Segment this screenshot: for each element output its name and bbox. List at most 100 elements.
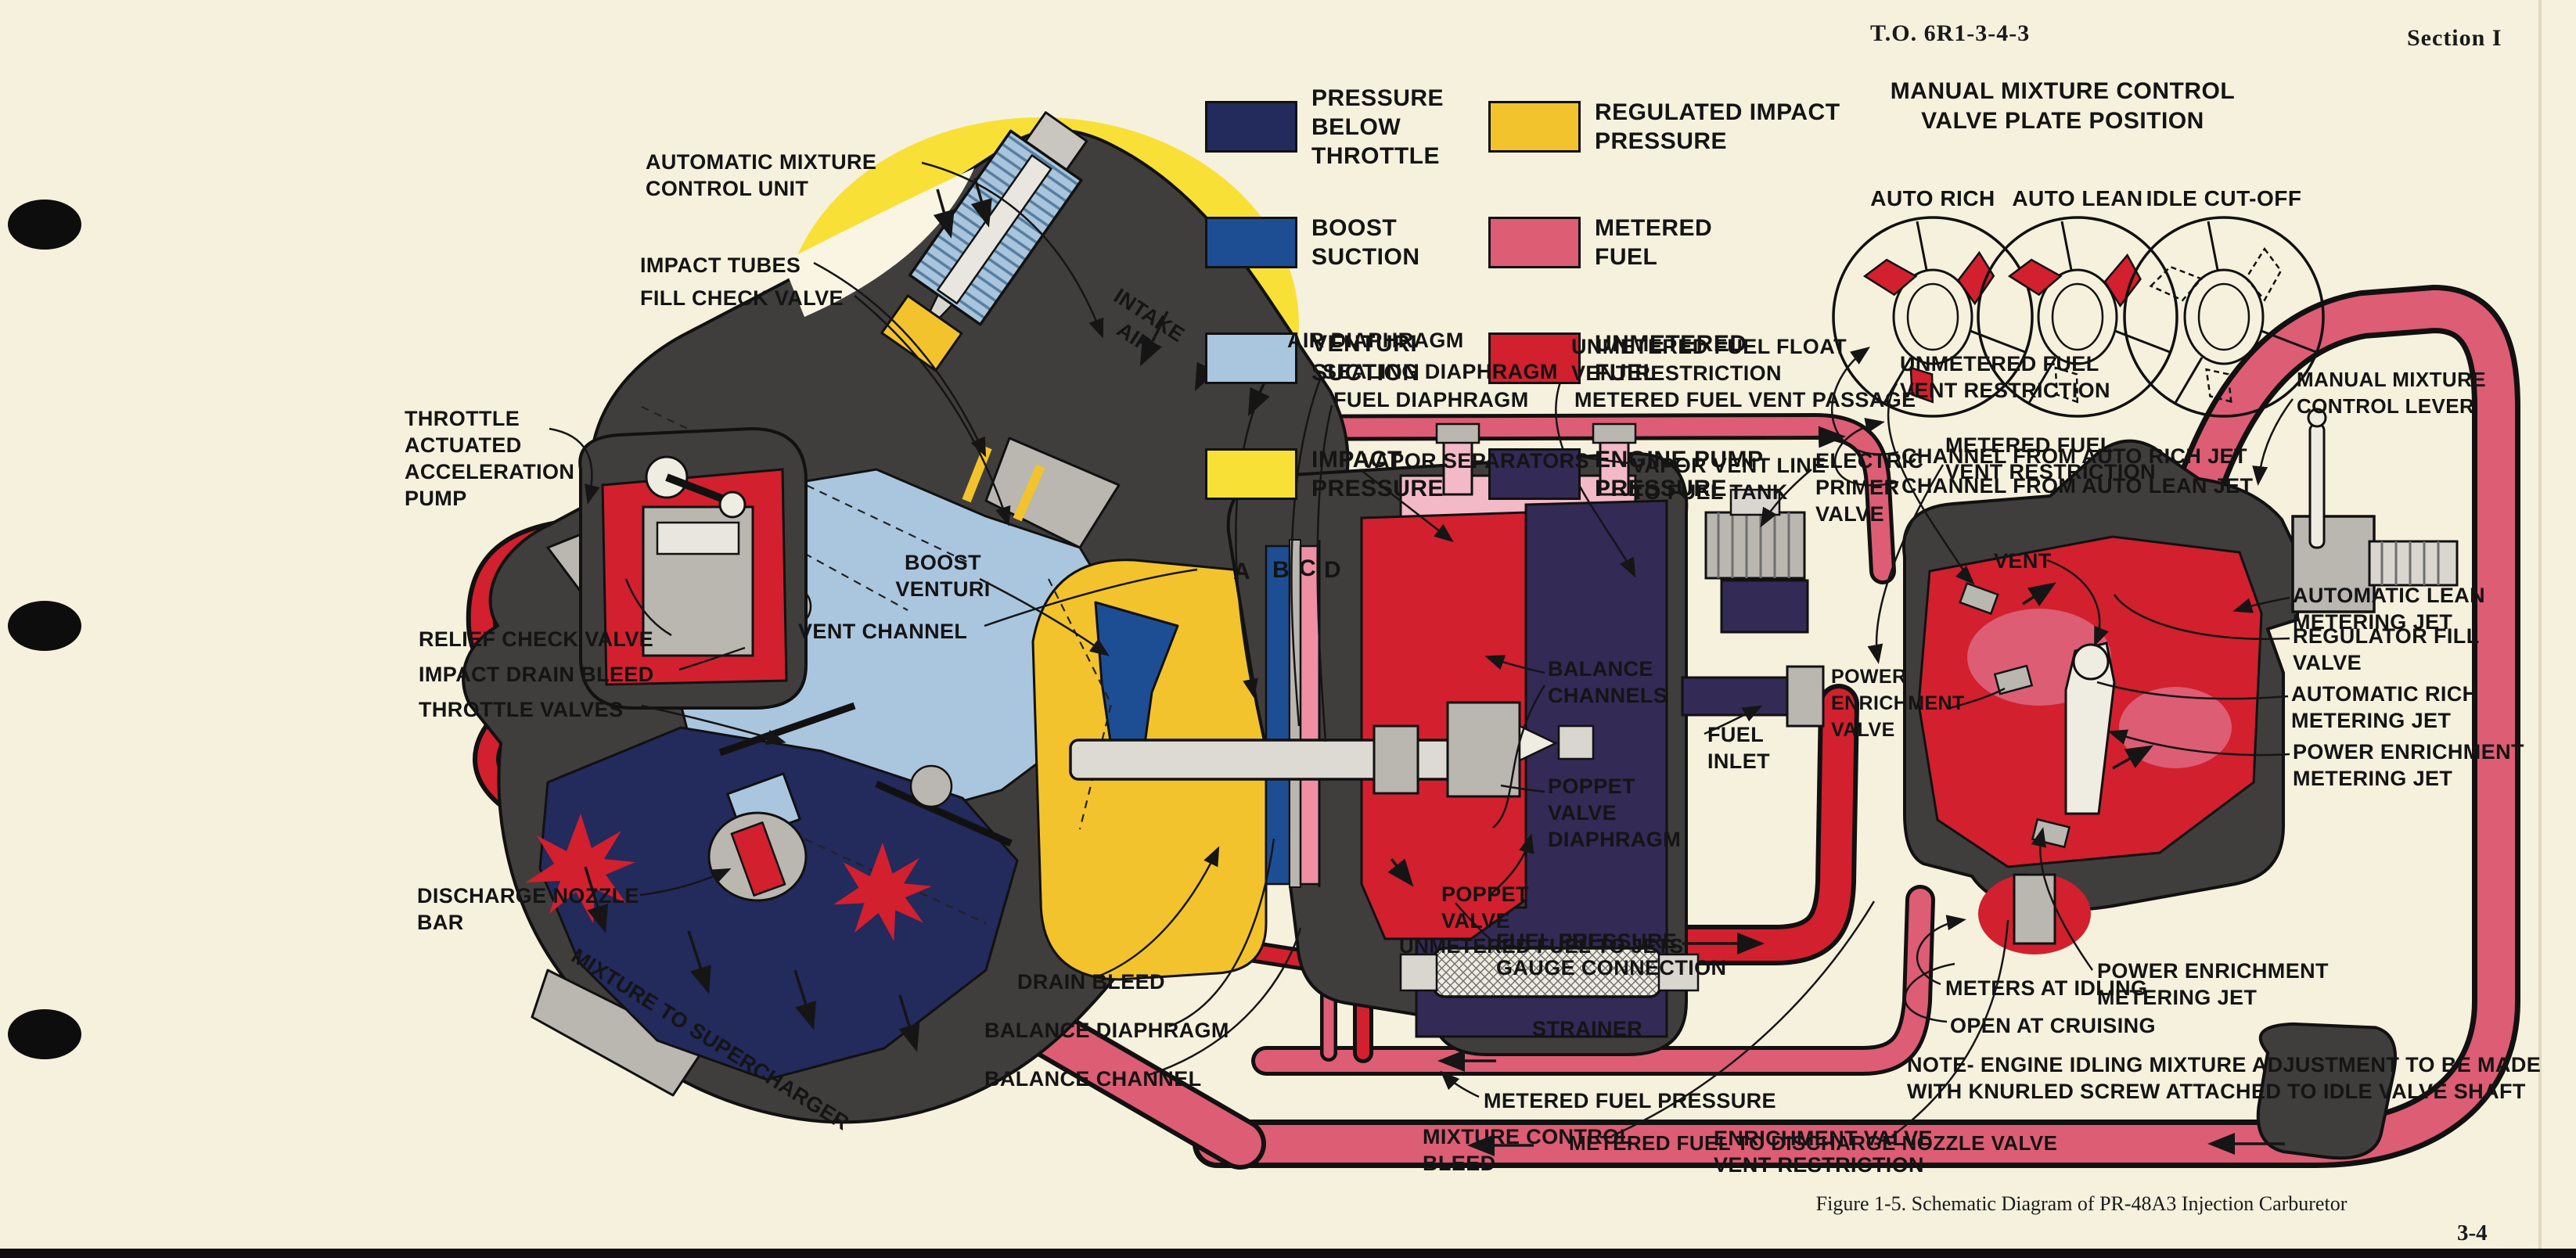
legend-label: REGULATED IMPACT PRESSURE	[1595, 99, 1840, 154]
legend-item: BOOST SUCTION	[1205, 185, 1488, 300]
legend-item: UNMETERED FUEL	[1488, 300, 1848, 416]
diagram-label: POPPET VALVE	[1441, 882, 1529, 933]
diagram-label: BALANCE CHANNEL	[984, 1067, 1202, 1091]
diagram-label: VAPOR SEPARATORS	[1362, 449, 1589, 473]
valve-plate-diagrams	[1832, 216, 2325, 418]
diagram-label: C	[1299, 555, 1317, 581]
legend-color-swatch	[1205, 217, 1297, 268]
valve-plate-idle-cut-off	[2123, 216, 2325, 418]
discharge-nozzle	[707, 772, 808, 902]
valve-plate-auto-rich	[1832, 216, 2034, 418]
diagram-label: D	[1324, 557, 1342, 583]
diagram-label: FUEL	[1559, 929, 1616, 953]
diagram-label: IMPACT TUBES	[640, 253, 801, 277]
legend-label: BOOST SUCTION	[1311, 215, 1420, 270]
leader-lines	[549, 161, 2294, 1138]
diagram-label: ELECTRIC PRIMER VALVE	[1815, 449, 1924, 526]
diagram-label: METERED FUEL PRESSURE	[1484, 1089, 1776, 1112]
diagram-label: CHANNEL FROM AUTO LEAN JET	[1901, 474, 2254, 498]
diagram-label: UNMETERED FUEL VENT RESTRICTION	[1900, 352, 2110, 402]
legend-item: ENGINE PUMP PRESSURE	[1488, 416, 1848, 532]
diagram-label: POWER ENRICHMENT METERING JET	[2097, 959, 2329, 1009]
legend-color-swatch	[1488, 448, 1581, 500]
diagram-label: METERED FUEL VENT PASSAGE	[1574, 388, 1916, 412]
diagram-label: NOTE- ENGINE IDLING MIXTURE ADJUSTMENT T…	[1907, 1053, 2542, 1103]
section-label: Section I	[2407, 25, 2502, 51]
diagram-label: B	[1272, 557, 1290, 583]
color-legend: PRESSURE BELOW THROTTLE BOOST SUCTION VE…	[1205, 69, 1848, 532]
diagram-label: BALANCE CHANNELS	[1548, 657, 1668, 707]
diagram-label: AUTOMATIC MIXTURE CONTROL UNIT	[646, 150, 877, 200]
diagram-label: UNMETERED FUEL FLOAT VENT RESTRICTION	[1571, 335, 1847, 385]
diagram-label: FUEL DIAPHRAGM	[1333, 388, 1529, 412]
acceleration-pump-unit	[578, 426, 808, 710]
diagram-label: MIXTURE CONTROL BLEED	[1423, 1125, 1633, 1175]
diagram-label: DRAIN BLEED	[1017, 970, 1165, 994]
fuel-spray	[526, 814, 932, 941]
diagram-label: STRAINER	[1532, 1017, 1643, 1041]
diagram-label: THROTTLE ACTUATED ACCELERATION PUMP	[405, 407, 575, 510]
diagram-label: FILL CHECK VALVE	[640, 286, 844, 310]
diagram-label: MANUAL MIXTURE CONTROL LEVER	[2297, 368, 2486, 418]
legend-label: IMPACT PRESSURE	[1311, 447, 1445, 501]
legend-label: PRESSURE BELOW THROTTLE	[1311, 84, 1445, 169]
legend-label: VENTURI SUCTION	[1311, 331, 1420, 386]
diagram-label: CHANNEL FROM AUTO RICH JET	[1901, 444, 2247, 468]
diagram-label: A	[1233, 559, 1251, 584]
diagram-label: POWER ENRICHMENT VALVE	[1831, 666, 1965, 741]
legend-label: ENGINE PUMP PRESSURE	[1595, 447, 1764, 501]
valve-plate-auto-lean	[1977, 216, 2178, 418]
automatic-mixture-control-unit	[880, 111, 1088, 372]
electric-primer-valve	[1704, 488, 1809, 634]
legend-color-swatch	[1205, 332, 1297, 384]
diagram-label: FUEL INLET	[1707, 723, 1770, 773]
diagram-label: REGULATOR FILL VALVE	[2293, 624, 2480, 674]
diagram-label: METERED FUEL VENT RESTRICTION	[1945, 433, 2156, 483]
diagram-label: DISCHARGE NOZZLE BAR	[417, 884, 639, 934]
legend-item: VENTURI SUCTION	[1205, 300, 1488, 416]
diagram-label: AUTOMATIC RICH METERING JET	[2291, 682, 2478, 732]
diagram-label: FUEL PRESSURE GAUGE CONNECTION	[1496, 929, 1727, 979]
diagram-label: BOOST VENTURI	[895, 551, 991, 601]
scan-edge-strip	[0, 1249, 2576, 1258]
diagram-label: POWER ENRICHMENT METERING JET	[2293, 740, 2524, 790]
technical-order-number: T.O. 6R1-3-4-3	[1870, 20, 2031, 46]
binder-punch-holes	[8, 199, 81, 1059]
figure-caption: Figure 1-5. Schematic Diagram of PR-48A3…	[1815, 1192, 2348, 1215]
flow-arrows	[584, 178, 2285, 1156]
legend-item: REGULATED IMPACT PRESSURE	[1488, 69, 1848, 185]
diagram-label: IMPACT DRAIN BLEED	[419, 663, 654, 686]
mixture-control-unit	[1902, 408, 2459, 1160]
legend-color-swatch	[1205, 448, 1297, 500]
legend-color-swatch	[1205, 101, 1297, 153]
diagram-label: AIR DIAPHRAGM	[1287, 329, 1464, 352]
diagram-label: VENT	[1994, 549, 2052, 573]
diagram-label: OPEN AT CRUISING	[1950, 1014, 2156, 1037]
diagram-label: POPPET VALVE DIAPHRAGM	[1548, 775, 1682, 851]
legend-item: IMPACT PRESSURE	[1205, 416, 1488, 532]
page-number: 3-4	[2457, 1220, 2488, 1245]
legend-label: METERED FUEL	[1595, 215, 1713, 270]
valve-plate-position-label: IDLE CUT-OFF	[2146, 186, 2302, 210]
legend-label: UNMETERED FUEL	[1595, 331, 1747, 386]
legend-item: METERED FUEL	[1488, 185, 1848, 300]
diagram-label: METERED FUEL TO DISCHARGE NOZZLE VALVE	[1569, 1131, 2058, 1155]
diagram-label: ENRICHMENT VALVE VENT RESTRICTION	[1714, 1127, 1933, 1177]
fuel-regulator-unit	[1069, 422, 1825, 1056]
legend-item: PRESSURE BELOW THROTTLE	[1205, 69, 1488, 185]
diagram-label: SEALING DIAPHRAGM	[1322, 360, 1558, 383]
diagram-label: THROTTLE VALVES	[419, 698, 624, 721]
diagram-label: BALANCE DIAPHRAGM	[984, 1019, 1229, 1042]
diagram-label: RELIEF CHECK VALVE	[419, 627, 654, 651]
diagram-label: VENT CHANNEL	[798, 620, 968, 643]
diagram-label: AUTOMATIC LEAN METERING JET	[2293, 584, 2486, 634]
legend-color-swatch	[1488, 101, 1581, 153]
legend-color-swatch	[1488, 217, 1581, 268]
diagram-label: VAPOR VENT LINE TO FUEL TANK	[1632, 454, 1826, 504]
diagram-label: METERS AT IDLING	[1945, 976, 2148, 1000]
legend-color-swatch	[1488, 332, 1581, 384]
diagram-label: UNMETERED FUEL TO JETS	[1399, 934, 1684, 958]
